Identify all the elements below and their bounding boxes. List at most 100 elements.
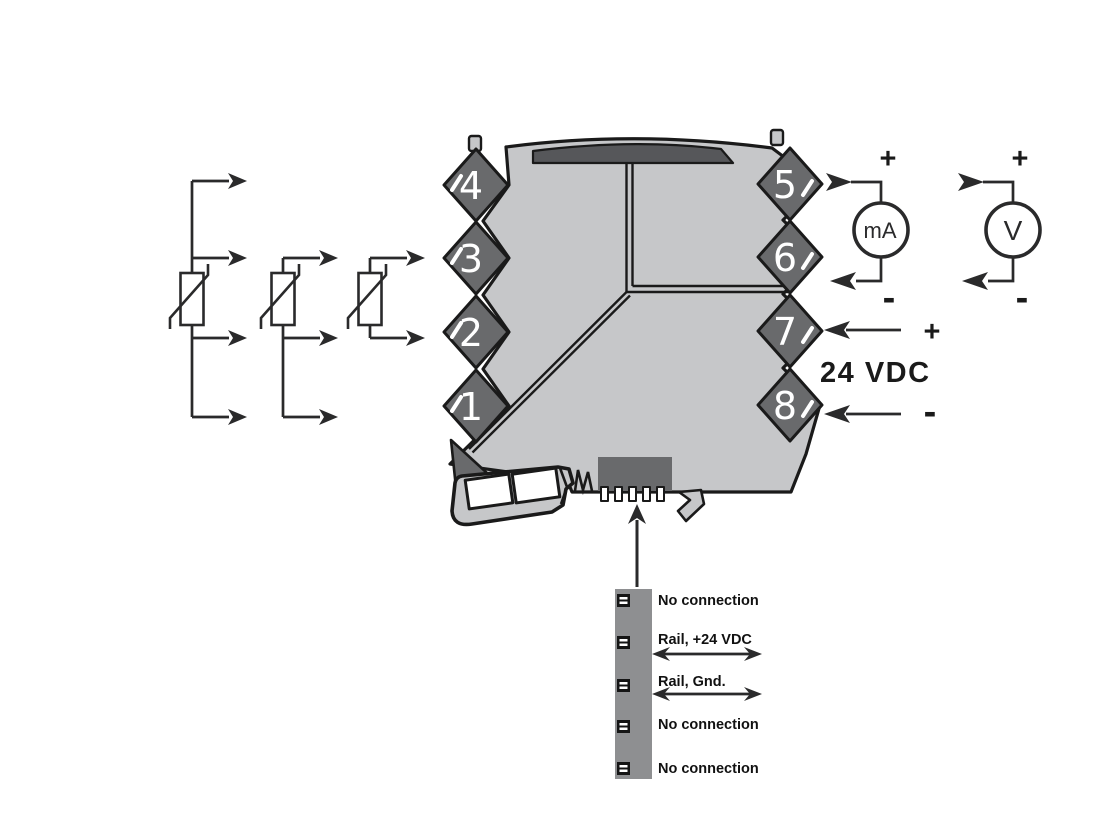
terminal-number: 1 <box>459 385 483 429</box>
meter-wire-positive <box>983 180 1015 203</box>
rail-pin-5: No connection <box>617 761 759 777</box>
arrow-left-icon <box>652 647 670 661</box>
terminal-block <box>756 146 824 222</box>
bus-pin <box>642 486 651 502</box>
rail-connection-detail: No connection Rail, +24 VDC Rail, Gnd. N… <box>615 504 762 779</box>
bus-pin <box>628 486 637 502</box>
meter-wire-negative <box>988 257 1015 283</box>
screw-slot-icon <box>450 395 463 413</box>
module-top-band <box>531 143 735 165</box>
rail-pin-label: Rail, +24 VDC <box>658 632 752 648</box>
arrow-right-icon <box>406 250 425 266</box>
polarity-plus: + <box>880 143 897 175</box>
bus-pin <box>656 486 665 502</box>
pin-slot <box>619 682 628 685</box>
terminal-number: 3 <box>459 237 483 281</box>
arrow-right-icon <box>406 330 425 346</box>
voltage-meter-circuit: V + - <box>958 143 1042 319</box>
arrow-right-icon <box>744 687 762 701</box>
terminal-block <box>442 368 510 444</box>
bus-connector-pins <box>600 486 665 502</box>
terminal-number: 2 <box>459 311 483 355</box>
rail-pin-2: Rail, +24 VDC <box>617 632 762 661</box>
arrow-up-icon <box>628 504 646 524</box>
rail-pin-label: Rail, Gnd. <box>658 674 726 690</box>
arrow-left-icon <box>824 321 850 339</box>
din-rail-clip <box>449 438 575 527</box>
arrow-right-icon <box>319 409 338 425</box>
terminal-number: 7 <box>773 310 797 354</box>
rtd-strike <box>259 264 301 329</box>
rail-pin-label: No connection <box>658 717 759 733</box>
rail-pin-1: No connection <box>617 593 759 609</box>
screw-slot-icon <box>801 400 814 418</box>
pin-slot <box>619 639 628 642</box>
divider-diagonal <box>468 291 628 450</box>
arrow-right-icon <box>826 173 852 191</box>
screw-slot-icon <box>801 179 814 197</box>
rtd-sensor-4wire <box>168 173 247 425</box>
arrow-right-icon <box>744 647 762 661</box>
terminal-1: 1 <box>442 368 510 444</box>
pin-slot <box>619 727 628 730</box>
polarity-minus: - <box>924 391 937 433</box>
pin-slot <box>619 723 628 726</box>
transmitter-module <box>448 128 822 523</box>
polarity-plus: + <box>1012 143 1029 175</box>
terminal-number: 4 <box>459 164 483 208</box>
sensor-branch-wires <box>283 256 320 419</box>
divider-diagonal <box>471 294 631 454</box>
polarity-minus: - <box>1016 277 1029 319</box>
rail-pin-icon <box>617 594 630 607</box>
sensor-branch-wires <box>370 256 407 340</box>
rail-pin-label: No connection <box>658 593 759 609</box>
arrow-right-icon <box>228 250 247 266</box>
terminal-8: 8 <box>756 367 824 443</box>
terminal-5: 5 <box>756 146 824 222</box>
volt-meter-label: V <box>1004 215 1023 246</box>
pin-slot <box>619 601 628 604</box>
rail-pin-3: Rail, Gnd. <box>617 674 762 701</box>
din-spring-tooth <box>573 469 594 496</box>
screw-slot-icon <box>450 321 463 339</box>
mounting-tab <box>769 128 785 147</box>
arrow-right-icon <box>319 330 338 346</box>
rtd-sensor-3wire <box>259 250 338 425</box>
terminal-block <box>756 293 824 369</box>
terminal-3: 3 <box>442 220 510 296</box>
screw-slot-icon <box>450 247 463 265</box>
rail-pin-icon <box>617 679 630 692</box>
rtd-symbol <box>357 271 383 327</box>
pin-slot <box>619 769 628 772</box>
clip-latch <box>558 467 569 505</box>
clip-window <box>463 472 515 511</box>
rtd-sensor-2wire <box>346 250 425 346</box>
arrow-right-icon <box>228 409 247 425</box>
terminal-6: 6 <box>756 219 824 295</box>
arrow-right-icon <box>319 250 338 266</box>
power-supply-24vdc: + 24 VDC - <box>820 316 940 433</box>
screw-slot-icon <box>801 326 814 344</box>
screw-slot-icon <box>801 252 814 270</box>
rtd-symbol <box>179 271 205 327</box>
pin-slot <box>619 686 628 689</box>
clip-window <box>510 466 562 505</box>
polarity-minus: - <box>883 277 896 319</box>
bus-connector-block <box>598 457 672 491</box>
meter-wire-negative <box>856 257 883 283</box>
sensor-branch-wires <box>192 179 229 419</box>
terminal-block <box>442 294 510 370</box>
arrow-right-icon <box>228 173 247 189</box>
terminal-block <box>756 367 824 443</box>
rail-pin-icon <box>617 720 630 733</box>
terminal-number: 8 <box>773 384 797 428</box>
terminal-4: 4 <box>442 147 510 223</box>
arrow-right-icon <box>228 330 247 346</box>
rail-pin-icon <box>617 762 630 775</box>
bus-pin <box>614 486 623 502</box>
ma-meter-label: mA <box>864 218 897 243</box>
section-dividers <box>468 162 790 454</box>
current-meter-circuit: mA + - <box>826 143 910 319</box>
pin-slot <box>619 597 628 600</box>
